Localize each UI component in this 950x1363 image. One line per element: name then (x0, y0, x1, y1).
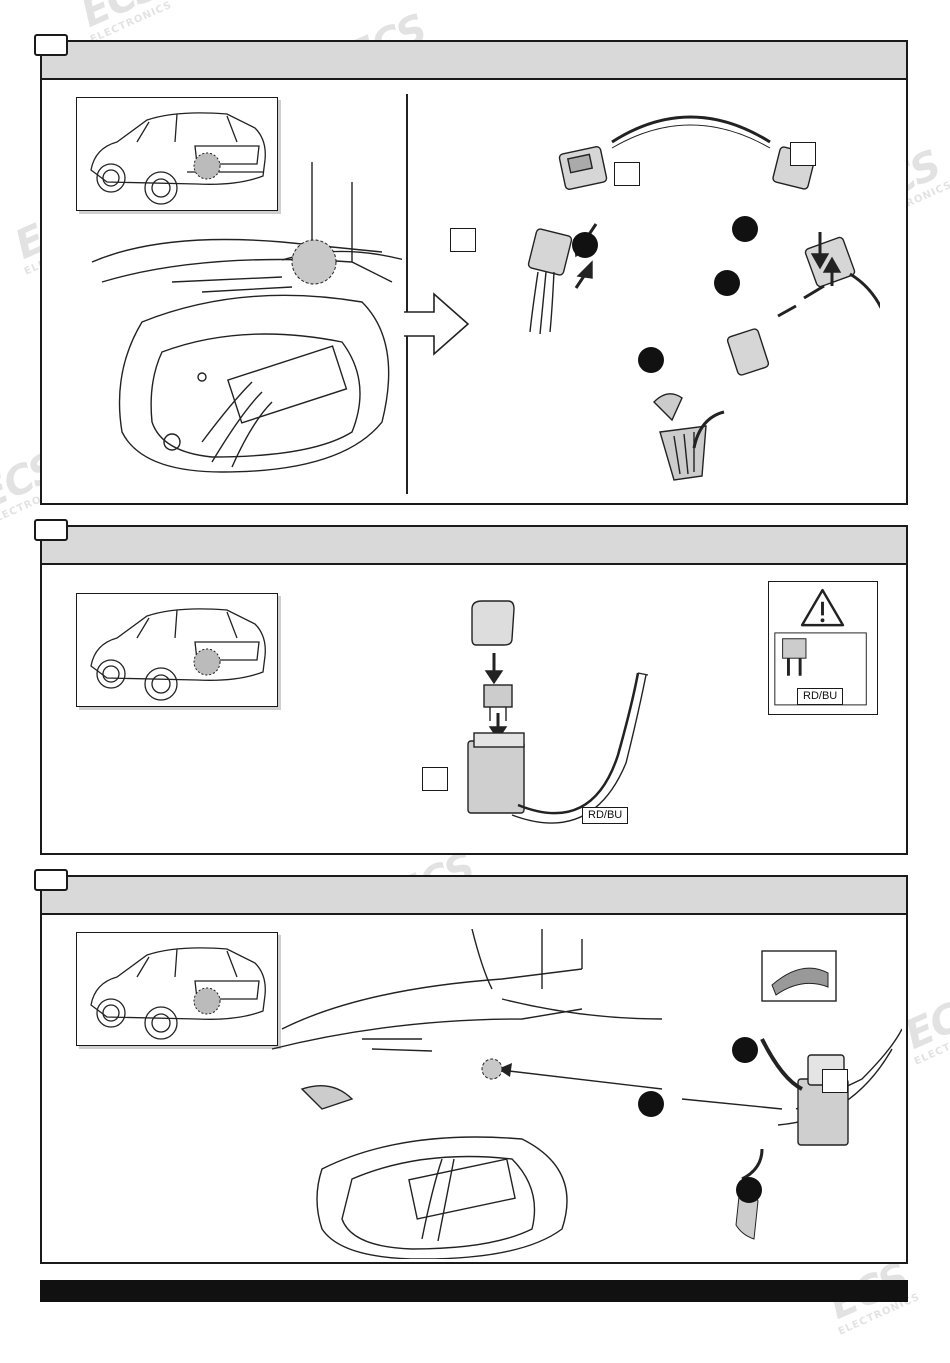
footer-bar (40, 1280, 908, 1302)
boot-installation-drawing (271, 929, 902, 1259)
car-locator-image (76, 932, 278, 1046)
step-number-tab (34, 34, 68, 56)
warning-box: RD/BU (768, 581, 878, 715)
fuse-holder-drawing (467, 600, 649, 824)
car-locator-image (76, 593, 278, 707)
step-panel-2: RD/BU RD/BU (34, 519, 908, 855)
step-panel-3 (34, 869, 908, 1264)
car-rear-icon (90, 947, 266, 1040)
warning-fuse-label: RD/BU (797, 688, 844, 705)
part-number-box (614, 162, 640, 186)
step-marker-dot (732, 1037, 758, 1063)
wire-color-label: RD/BU (582, 807, 629, 824)
car-rear-icon (90, 608, 266, 701)
step-marker-dot (572, 232, 598, 258)
connector-harness-drawing (527, 115, 880, 481)
fuse-icon (782, 638, 807, 676)
car-locator-image (76, 97, 278, 211)
panel-header (42, 42, 906, 80)
step-marker-dot (714, 270, 740, 296)
car-rear-icon (90, 112, 266, 205)
part-number-box (822, 1069, 848, 1093)
step-marker-dot (638, 1091, 664, 1117)
panel-header (42, 527, 906, 565)
step-number-tab (34, 869, 68, 891)
step-marker-dot (638, 347, 664, 373)
panel-divider (406, 94, 408, 494)
warning-triangle-icon (774, 588, 867, 706)
part-number-box (790, 142, 816, 166)
step-marker-dot (732, 216, 758, 242)
panel-header (42, 877, 906, 915)
step-panel-1 (34, 34, 908, 505)
arrow-right-icon (404, 292, 470, 356)
step-number-tab (34, 519, 68, 541)
step-marker-dot (736, 1177, 762, 1203)
part-number-box (450, 228, 476, 252)
part-number-box (422, 767, 448, 791)
boot-interior-drawing (91, 162, 402, 473)
